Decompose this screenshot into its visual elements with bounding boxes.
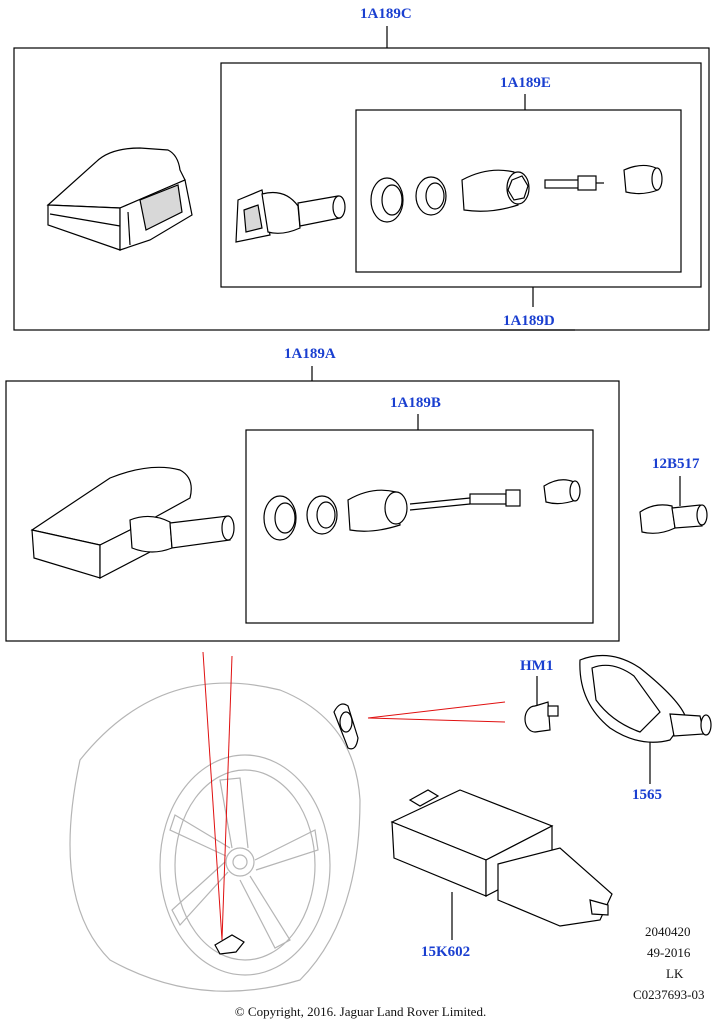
sightline-hm1-b: [367, 717, 506, 723]
kit-1a189e-frame: [355, 109, 682, 273]
kit-1a189c-frame: [13, 47, 710, 331]
wheel-drawing: [69, 682, 361, 992]
label-15k602[interactable]: 15K602: [421, 944, 471, 960]
drawing-number: 2040420: [645, 924, 691, 939]
kit-1a189d-frame: [220, 62, 702, 288]
wheel-valve-drawing: [214, 934, 245, 955]
kit-1a189b-frame: [245, 429, 594, 624]
drawing-model-code: LK: [666, 966, 684, 981]
wheel-sensor-detail-drawing: [333, 703, 359, 750]
hm1-drawing: [524, 701, 559, 733]
label-1a189c[interactable]: 1A189C: [360, 6, 412, 22]
label-1a189d[interactable]: 1A189D: [503, 313, 555, 329]
label-1a189e[interactable]: 1A189E: [500, 75, 551, 91]
label-12b517[interactable]: 12B517: [652, 456, 700, 472]
sightline-left: [202, 651, 223, 941]
valve-12b517-drawing: [639, 504, 708, 534]
label-hm1[interactable]: HM1: [520, 658, 554, 674]
label-1a189b[interactable]: 1A189B: [390, 395, 441, 411]
drawing-date: 49-2016: [647, 945, 691, 960]
drawing-reference: C0237693-03: [633, 987, 705, 1002]
kit-1a189e-components-drawing: [370, 164, 663, 223]
part-1565-drawing: [579, 654, 712, 743]
module-15k602-drawing: [390, 789, 613, 927]
sightline-hm1-a: [367, 701, 506, 719]
tpms-sensor-housing-drawing: [46, 147, 193, 251]
label-1565[interactable]: 1565: [632, 787, 662, 803]
copyright-notice: © Copyright, 2016. Jaguar Land Rover Lim…: [234, 1004, 487, 1019]
valve-stem-drawing-top: [235, 189, 346, 243]
label-1a189a[interactable]: 1A189A: [284, 346, 336, 362]
sightline-right: [221, 655, 233, 941]
kit-1a189b-components-drawing: [263, 479, 581, 541]
band-mount-sensor-drawing: [30, 466, 235, 579]
